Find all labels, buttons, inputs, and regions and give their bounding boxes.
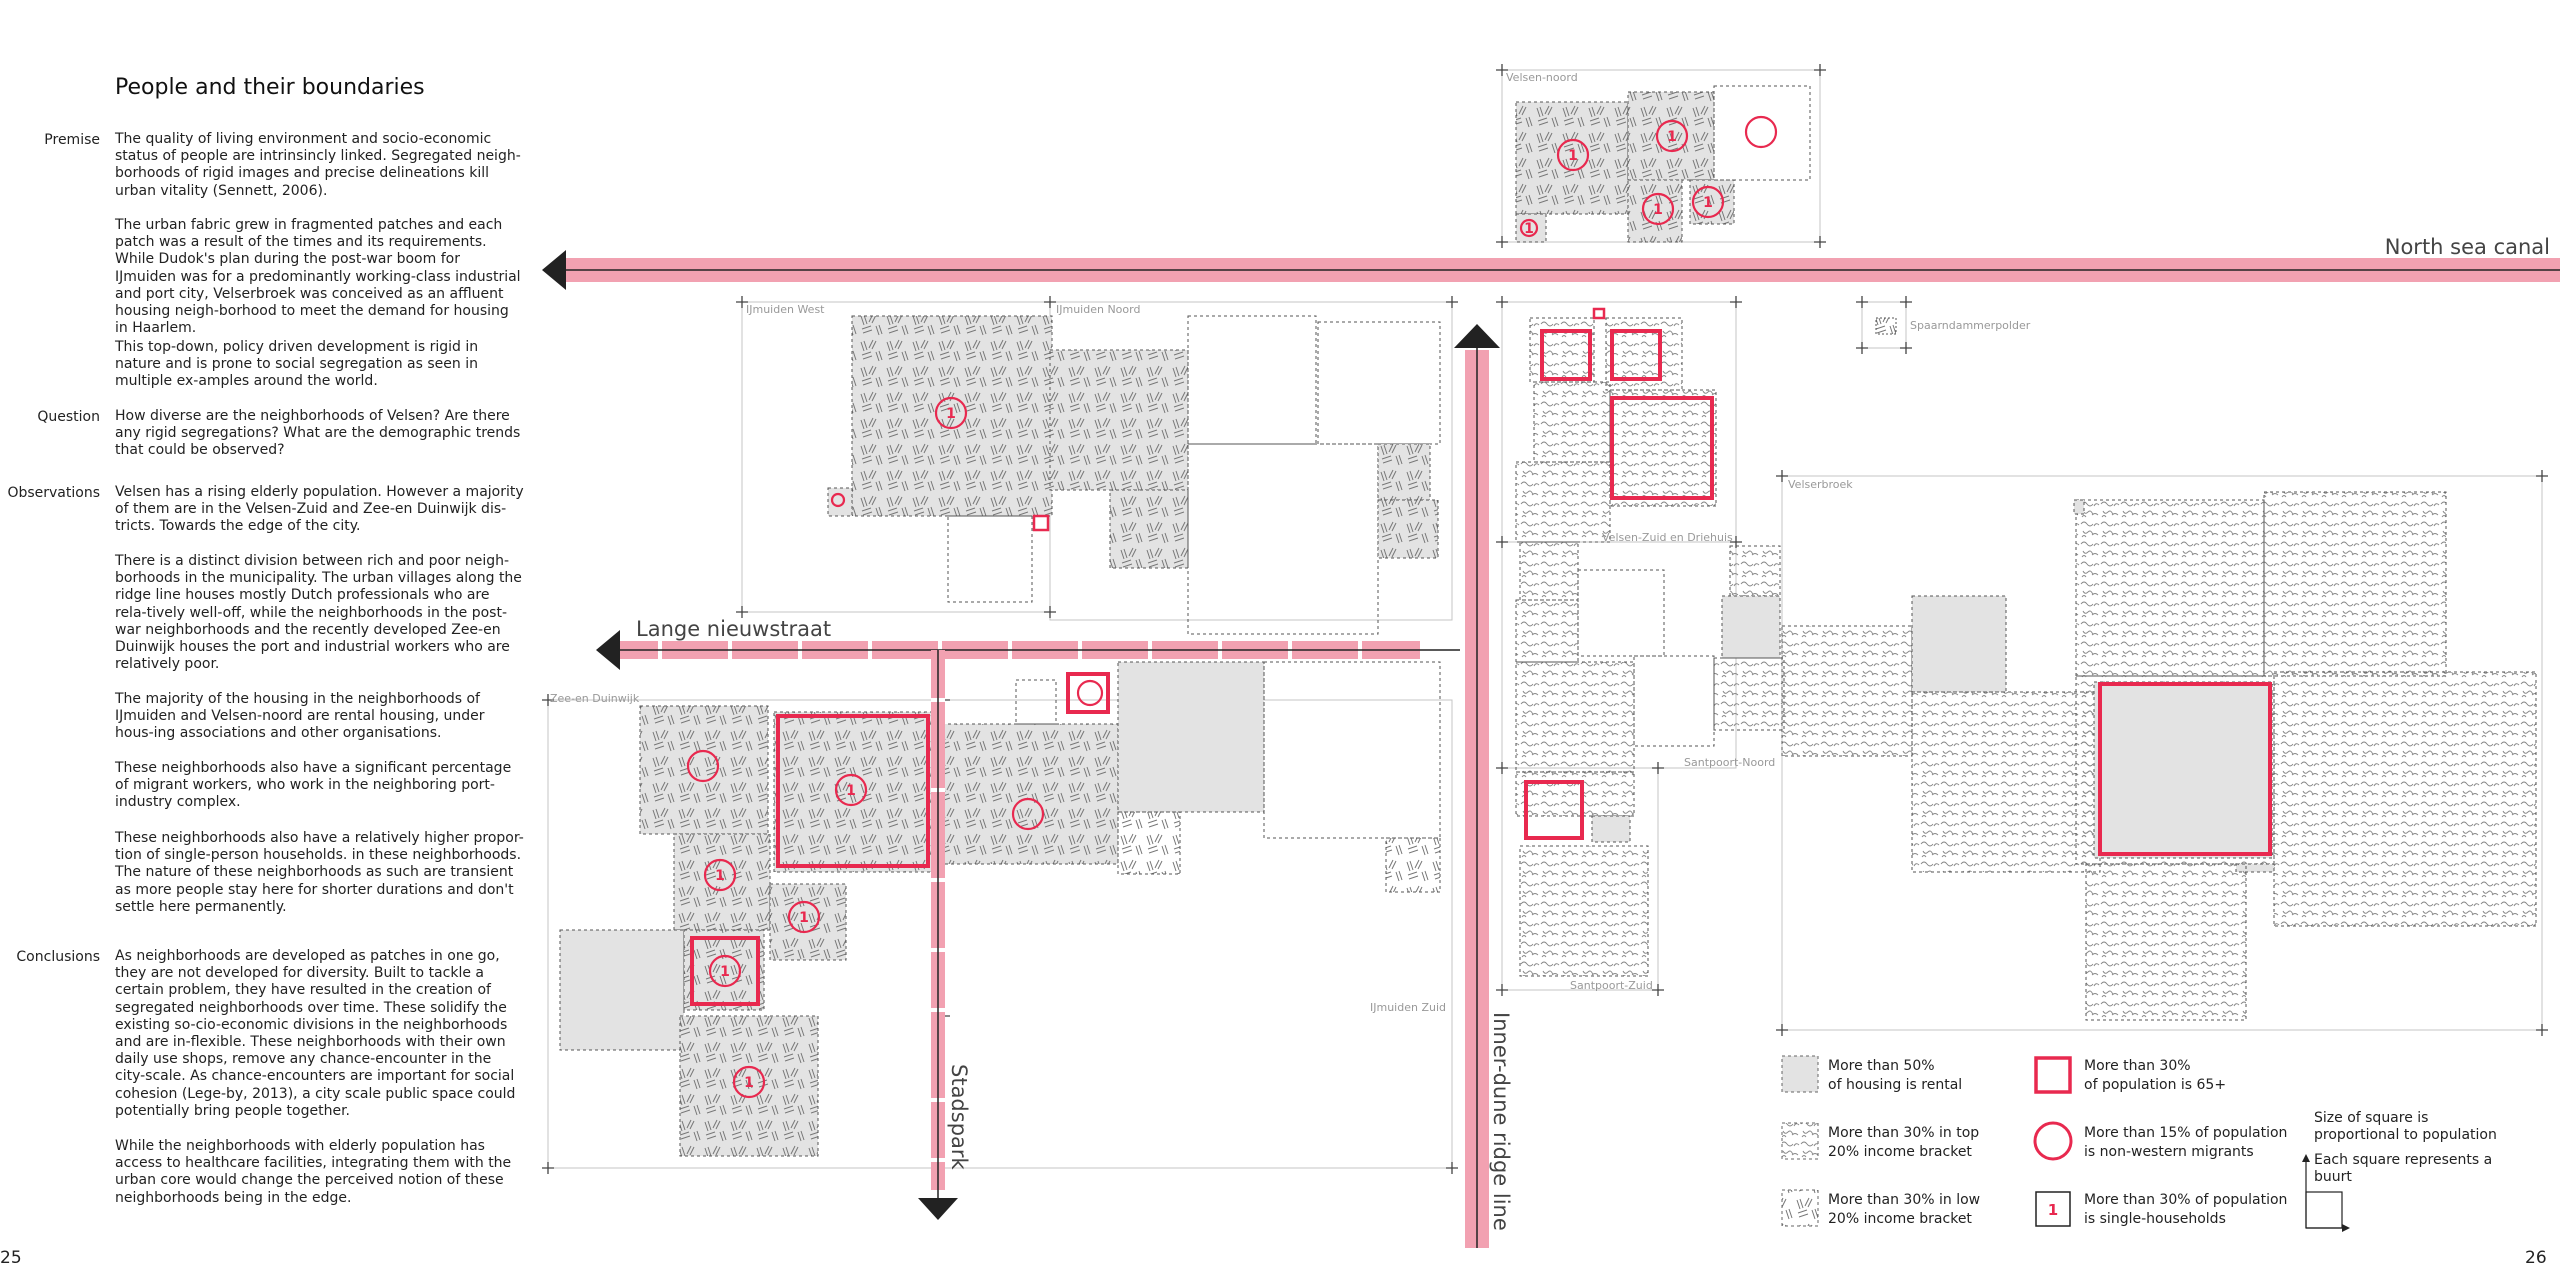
stadspark-axis: [918, 650, 958, 1220]
premise-paragraph-1: The quality of living environment and so…: [115, 131, 521, 199]
north-sea-canal-axis: [542, 250, 2560, 290]
legend-size-line2: proportional to population: [2314, 1127, 2497, 1143]
label-velsen-noord: Velsen-noord: [1506, 71, 1578, 84]
svg-text:1: 1: [1667, 129, 1677, 145]
svg-text:1: 1: [846, 783, 856, 799]
lange-nieuwstraat-label: Lange nieuwstraat: [636, 617, 831, 641]
boundary-ijmuiden-zuid: [547, 699, 1453, 1169]
legend-size-line1: Size of square is: [2314, 1110, 2428, 1126]
velsen-zuid-squares: [1515, 317, 1785, 977]
legend-low-income-line2: 20% income bracket: [1828, 1211, 1972, 1227]
legend-each-line2: buurt: [2314, 1169, 2352, 1185]
legend-migrants-swatch: [2033, 1121, 2073, 1161]
svg-text:1: 1: [946, 406, 956, 422]
legend-single-line1: More than 30% of population: [2084, 1192, 2287, 1208]
svg-text:1: 1: [1703, 195, 1713, 211]
ijmuiden-noord-squares: [827, 315, 1441, 635]
label-santpoort-noord: Santpoort-Noord: [1684, 756, 1775, 769]
north-sea-canal-label: North sea canal: [2385, 235, 2550, 259]
legend-elderly-line2: of population is 65+: [2084, 1077, 2226, 1093]
conclusions-paragraph-2: While the neighborhoods with elderly pop…: [115, 1138, 512, 1206]
page-number-right: 26: [2525, 1248, 2547, 1268]
question-paragraph: How diverse are the neighborhoods of Vel…: [115, 408, 521, 459]
legend-top-income-swatch: [1781, 1122, 1819, 1160]
section-label-conclusions: Conclusions: [16, 949, 100, 965]
legend-top-income-line2: 20% income bracket: [1828, 1144, 1972, 1160]
observations-paragraph-2: There is a distinct division between ric…: [115, 553, 522, 673]
spaarndammerpolder-square: [1875, 317, 1897, 335]
label-ijmuiden-west: IJmuiden West: [746, 303, 825, 316]
observations-paragraph-4: These neighborhoods also have a signific…: [115, 760, 512, 811]
legend-rental-line1: More than 50%: [1828, 1058, 1935, 1074]
legend-migrants-line1: More than 15% of population: [2084, 1125, 2287, 1141]
label-velsen-zuid: Velsen-Zuid en Driehuis: [1602, 531, 1733, 544]
label-spaarndammerpolder: Spaarndammerpolder: [1910, 319, 2031, 332]
legend-top-income-line1: More than 30% in top: [1828, 1125, 1979, 1141]
page-title: People and their boundaries: [115, 75, 425, 100]
label-ijmuiden-noord: IJmuiden Noord: [1056, 303, 1140, 316]
migrant-markers: [686, 115, 1778, 1099]
observations-paragraph-1: Velsen has a rising elderly population. …: [115, 484, 524, 535]
inner-dune-axis: [1454, 324, 1500, 1248]
svg-text:1: 1: [799, 910, 809, 926]
legend-elderly-line1: More than 30%: [2084, 1058, 2191, 1074]
stadspark-label: Stadspark: [947, 1064, 971, 1171]
velserbroek-squares: [1781, 491, 2537, 1021]
section-label-question: Question: [37, 409, 100, 425]
svg-text:1: 1: [1524, 221, 1534, 237]
section-label-premise: Premise: [44, 132, 100, 148]
legend-single-line2: is single-households: [2084, 1211, 2226, 1227]
observations-paragraph-3: The majority of the housing in the neigh…: [115, 691, 485, 742]
label-santpoort-zuid: Santpoort-Zuid: [1570, 979, 1653, 992]
svg-text:1: 1: [720, 964, 730, 980]
single-household-markers: 1 1 1 1 1 1 1 1 1 1 1: [715, 129, 1713, 1091]
svg-text:1: 1: [744, 1075, 754, 1091]
page-number-left: 25: [0, 1248, 22, 1268]
premise-paragraph-2: The urban fabric grew in fragmented patc…: [115, 217, 521, 337]
label-ijmuiden-zuid: IJmuiden Zuid: [1370, 1001, 1446, 1014]
legend-rental-swatch: [1781, 1055, 1819, 1093]
legend-single-marker: 1: [2048, 1201, 2058, 1219]
elderly-markers: [690, 307, 2272, 1006]
svg-text:1: 1: [715, 868, 725, 884]
legend-rental-line2: of housing is rental: [1828, 1077, 1962, 1093]
premise-paragraph-3: This top-down, policy driven development…: [115, 339, 479, 390]
legend: More than 50% of housing is rental More …: [1781, 1055, 2497, 1232]
legend-low-income-line1: More than 30% in low: [1828, 1192, 1980, 1208]
inner-dune-label: Inner-dune ridge line: [1489, 1012, 1513, 1231]
conclusions-paragraph-1: As neighborhoods are developed as patche…: [115, 948, 516, 1119]
label-velserbroek: Velserbroek: [1788, 478, 1853, 491]
boundary-spaarndammerpolder: [1861, 301, 1907, 349]
section-label-observations: Observations: [7, 485, 100, 501]
legend-elderly-swatch: [2034, 1056, 2072, 1094]
legend-low-income-swatch: [1781, 1189, 1819, 1227]
velsen-noord-squares: [1515, 85, 1811, 243]
legend-size-square-icon: [2302, 1154, 2350, 1232]
legend-migrants-line2: is non-western migrants: [2084, 1144, 2254, 1160]
legend-single-swatch: [2035, 1191, 2071, 1227]
ijmuiden-zuid-squares: [559, 661, 1441, 1157]
label-zee-en-duinwijk: Zee-en Duinwijk: [550, 692, 640, 705]
legend-each-line1: Each square represents a: [2314, 1152, 2492, 1168]
svg-text:1: 1: [1568, 148, 1578, 164]
svg-text:1: 1: [1653, 202, 1663, 218]
observations-paragraph-5: These neighborhoods also have a relative…: [115, 830, 524, 915]
